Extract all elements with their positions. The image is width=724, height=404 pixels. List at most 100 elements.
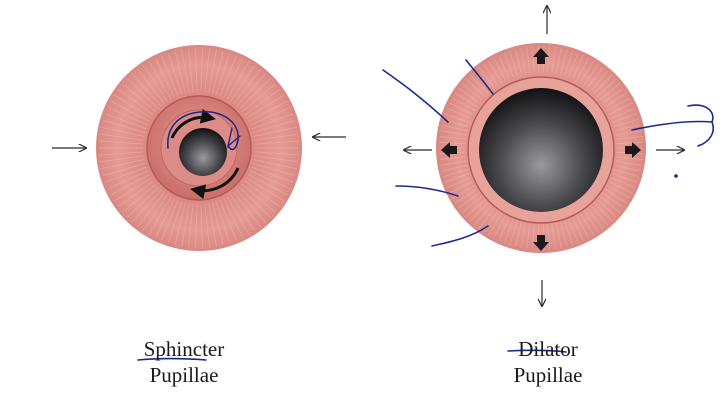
iris-fiber <box>608 181 633 194</box>
iris-fiber <box>555 47 562 74</box>
iris-fiber <box>593 74 613 94</box>
iris-fiber <box>126 78 160 110</box>
iris-fiber <box>204 203 210 248</box>
iris-fiber <box>154 57 175 98</box>
iris-fiber <box>253 159 297 170</box>
iris-fiber <box>547 223 551 250</box>
iris-fiber <box>604 92 628 108</box>
iris-fiber <box>587 207 604 230</box>
blue-dot <box>674 174 678 178</box>
iris-fiber <box>583 63 600 86</box>
iris-fiber <box>613 118 640 128</box>
iris-fiber <box>219 199 237 241</box>
iris-fiber <box>137 68 165 105</box>
iris-fiber <box>212 202 224 246</box>
iris-fiber <box>208 203 217 247</box>
dilator-label-line2: Pupillae <box>513 363 583 387</box>
iris-fiber <box>446 107 472 119</box>
iris-fiber <box>154 198 175 239</box>
iris-fiber <box>451 97 476 112</box>
iris-fiber <box>142 194 169 232</box>
iris-fiber <box>117 180 154 208</box>
dilator-force-arrow-up <box>533 48 549 64</box>
iris-fiber <box>254 155 299 163</box>
iris-fiber <box>454 188 478 204</box>
iris-fiber <box>122 183 157 213</box>
iris-fiber <box>509 50 518 76</box>
iris-fiber <box>195 203 198 248</box>
iris-fiber <box>101 159 145 170</box>
iris-fiber <box>559 221 568 247</box>
iris-fiber <box>99 155 144 163</box>
iris-fiber <box>251 113 294 130</box>
iris-fiber <box>241 183 276 213</box>
iris-fiber <box>161 55 179 97</box>
iris-fiber <box>446 177 472 189</box>
iris-fiber <box>526 223 531 250</box>
iris-fiber <box>113 94 152 119</box>
iris-fiber <box>252 162 296 177</box>
iris-fiber <box>110 173 150 196</box>
iris-fiber <box>252 119 296 134</box>
iris-fiber <box>551 46 556 73</box>
iris-radial-fibers <box>99 48 299 248</box>
iris-fiber <box>439 135 466 140</box>
iris-fiber <box>616 141 643 145</box>
iris-fiber <box>101 126 145 137</box>
iris-fiber <box>102 119 146 134</box>
iris-fiber <box>444 113 470 123</box>
iris-fiber <box>616 135 643 140</box>
iris-fiber <box>107 170 149 190</box>
blue-annotation-rotation <box>167 111 239 151</box>
iris-fiber <box>204 48 210 93</box>
dilator-pupillae-diagram <box>382 6 714 353</box>
sphincter-pupillae-diagram <box>52 45 346 251</box>
iris-fiber <box>599 83 621 101</box>
iris-fiber <box>590 205 609 226</box>
iris-fiber <box>236 189 267 223</box>
iris-fiber <box>482 210 499 233</box>
iris-fiber <box>568 52 579 78</box>
iris-fiber <box>104 113 147 130</box>
iris-fiber <box>181 49 190 93</box>
iris-fiber <box>113 177 152 202</box>
iris-fiber <box>487 60 503 84</box>
iris-fiber <box>254 151 299 156</box>
iris-fiber <box>200 48 203 93</box>
iris-fiber <box>99 140 144 145</box>
iris-fiber <box>492 57 506 82</box>
iris-fiber <box>616 156 643 161</box>
dilator-label-line1: Dilator <box>518 337 578 361</box>
iris-fiber <box>441 124 468 132</box>
iris-fiber <box>238 186 272 218</box>
iris-fiber <box>241 83 276 113</box>
iris-fiber <box>454 92 478 108</box>
iris-fiber <box>606 97 631 112</box>
iris-fiber <box>498 216 510 242</box>
sphincter-rotation-arrow-bottom <box>190 167 240 200</box>
iris-fiber <box>229 194 256 232</box>
iris-fiber <box>226 196 250 235</box>
dilator-force-arrow-left <box>441 142 457 158</box>
iris-fiber <box>514 221 523 247</box>
dilator-strike-mark <box>507 349 567 353</box>
sphincter-rotation-arrow-top <box>170 108 216 139</box>
iris-fiber <box>572 54 584 80</box>
iris-fiber <box>104 166 147 183</box>
iris-fiber <box>219 55 237 97</box>
iris-fiber <box>602 192 624 209</box>
iris-fiber <box>195 48 198 93</box>
iris-fiber <box>547 46 551 73</box>
iris-fiber <box>99 151 144 156</box>
iris-fiber <box>174 202 186 246</box>
iris-fiber <box>212 50 224 94</box>
blue-stroke-2 <box>465 59 494 95</box>
iris-fiber <box>167 201 183 244</box>
iris-fiber <box>568 218 579 244</box>
iris-fiber <box>579 212 595 236</box>
iris-fiber <box>555 222 562 249</box>
blue-annotation-tail <box>226 127 241 148</box>
dilator-force-arrow-right <box>625 142 641 158</box>
pupil-dilated <box>479 88 603 212</box>
